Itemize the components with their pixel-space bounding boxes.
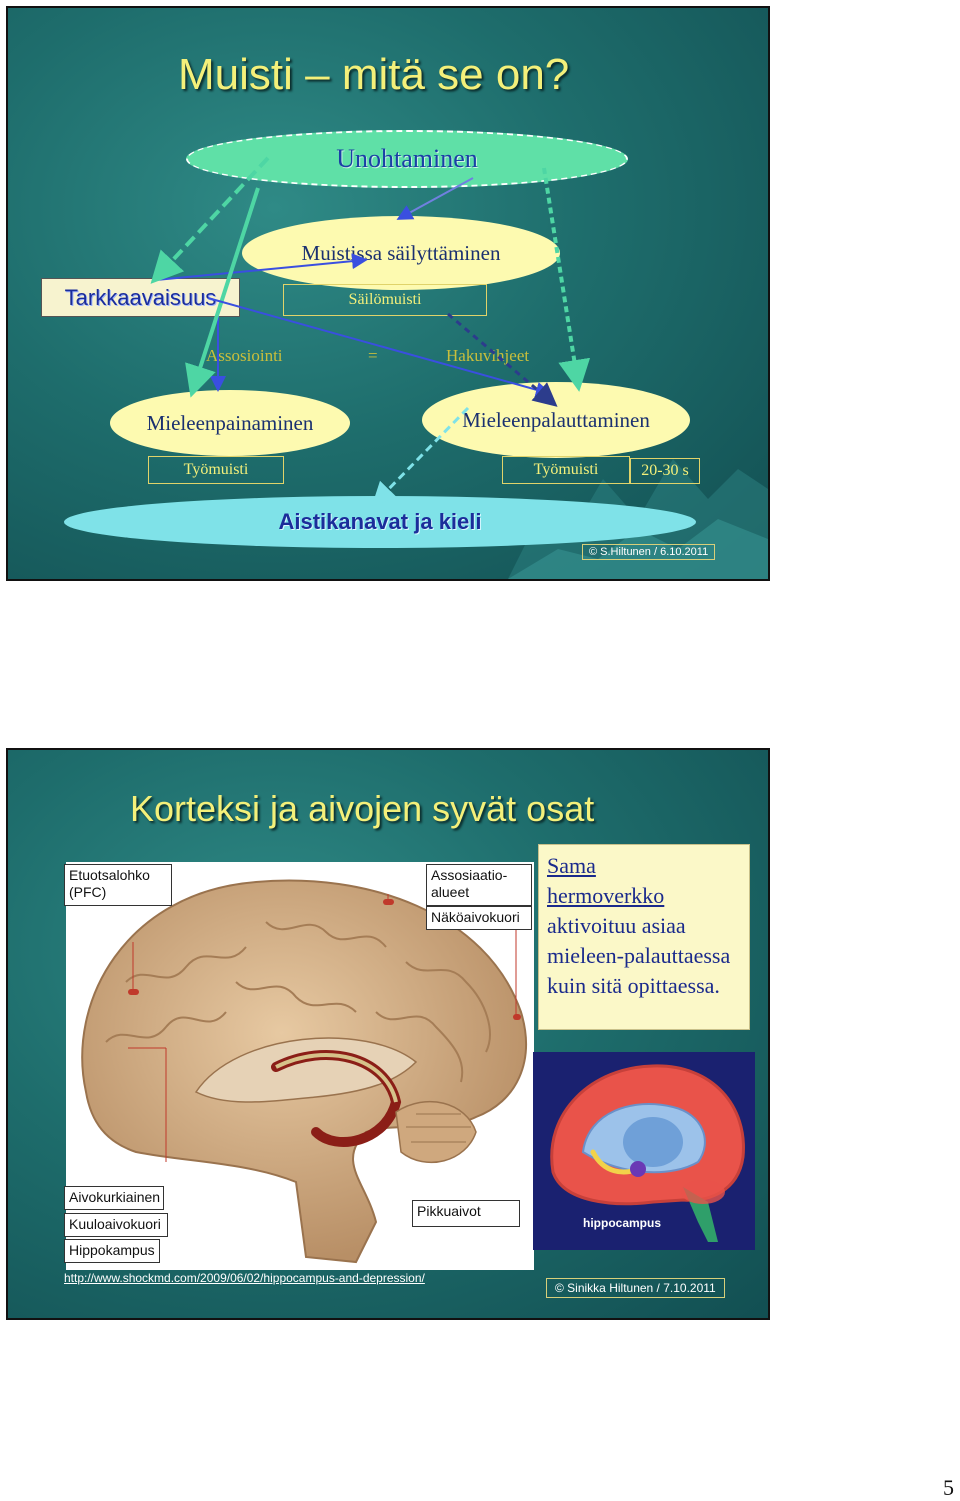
hippo-caption: hippocampus xyxy=(583,1216,662,1230)
working-memory-right-box: Työmuisti xyxy=(502,456,630,484)
duration-label: 20-30 s xyxy=(641,462,689,479)
forgetting-oval: Unohtaminen xyxy=(186,130,628,188)
copyright-slide1: © S.Hiltunen / 6.10.2011 xyxy=(582,544,716,560)
arrow-long-term-to-recall xyxy=(447,312,558,407)
note-underlined-1: Sama xyxy=(547,853,596,878)
label-visual-cortex: Näköaivokuori xyxy=(426,906,532,930)
arrow-forgetting-to-attention xyxy=(150,156,270,284)
retention-label: Muistissa säilyttäminen xyxy=(301,240,501,265)
association-label: Assosiointi xyxy=(206,346,283,365)
equals-sign: = xyxy=(368,346,378,365)
arrow-attention-to-retention xyxy=(155,253,368,281)
forgetting-label: Unohtaminen xyxy=(336,144,478,173)
long-term-memory-label: Säilömuisti xyxy=(348,291,422,308)
label-association-areas: Assosiaatio-alueet xyxy=(426,864,532,906)
arrows-layer xyxy=(150,156,591,507)
retrieval-cues-label: Hakuvihjeet xyxy=(446,346,530,365)
hippocampus-illustration: hippocampus xyxy=(533,1052,755,1250)
attention-box: Tarkkaavaisuus xyxy=(41,278,240,317)
brain-drawing xyxy=(81,879,527,1264)
note-box: Sama hermoverkko aktivoituu asiaa mielee… xyxy=(538,844,750,1030)
copyright-slide2: © Sinikka Hiltunen / 7.10.2011 xyxy=(546,1278,725,1298)
encoding-label: Mieleenpainaminen xyxy=(146,410,314,435)
encoding-oval: Mieleenpainaminen xyxy=(110,390,350,456)
label-cingulate: Aivokurkiainen xyxy=(64,1186,164,1210)
note-underlined-2: hermoverkko xyxy=(547,883,665,908)
attention-label: Tarkkaavaisuus xyxy=(64,284,217,310)
arrow-recall-to-senses xyxy=(371,406,470,507)
arrow-forgetting-to-recall xyxy=(542,167,591,392)
slide-title-2: Korteksi ja aivojen syvät osat xyxy=(130,788,595,829)
working-memory-left-label: Työmuisti xyxy=(183,461,249,478)
long-term-memory-box: Säilömuisti xyxy=(283,284,487,316)
slide-title: Muisti – mitä se on? xyxy=(178,50,570,99)
recall-label: Mieleenpalauttaminen xyxy=(462,407,650,432)
working-memory-right-label: Työmuisti xyxy=(533,461,599,478)
source-url-link[interactable]: http://www.shockmd.com/2009/06/02/hippoc… xyxy=(64,1271,425,1285)
label-frontal-lobe: Etuotsalohko (PFC) xyxy=(64,864,172,906)
duration-box: 20-30 s xyxy=(630,458,700,484)
slide-cortex: Korteksi ja aivojen syvät osat xyxy=(6,748,770,1320)
arrow-forgetting-to-retention xyxy=(396,177,474,220)
arrow-encoding-to-recall xyxy=(207,297,552,398)
label-hippocampus: Hippokampus xyxy=(64,1239,160,1263)
arrow-forgetting-to-encoding xyxy=(185,187,260,398)
label-auditory-cortex: Kuuloaivokuori xyxy=(64,1213,168,1237)
retention-oval: Muistissa säilyttäminen xyxy=(242,216,560,290)
working-memory-left-box: Työmuisti xyxy=(148,456,284,484)
note-text: aktivoituu asiaa mieleen-palauttaessa ku… xyxy=(547,913,731,998)
slide-memory-diagram: Muisti – mitä se on? Unohtaminen Muistis… xyxy=(6,6,770,581)
label-cerebellum: Pikkuaivot xyxy=(412,1200,520,1227)
senses-label: Aistikanavat ja kieli xyxy=(278,509,482,534)
hippocampus-drawing xyxy=(550,1064,745,1242)
page-number: 5 xyxy=(943,1475,954,1500)
